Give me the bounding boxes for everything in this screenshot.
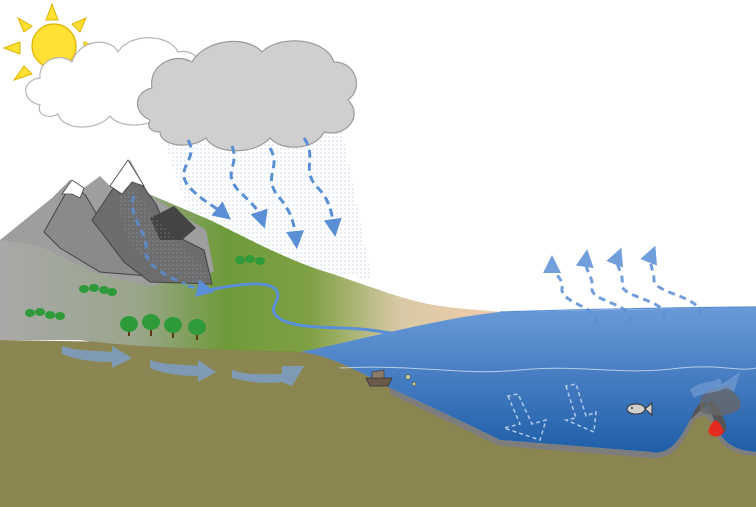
mountains — [0, 159, 214, 286]
volcano-icon — [690, 372, 741, 437]
shipwreck-icon — [365, 369, 417, 387]
tree-icon — [25, 255, 265, 340]
runoff-arrows — [130, 195, 215, 297]
seabed — [390, 388, 756, 459]
ocean — [300, 307, 756, 453]
ocean-current-arrows — [501, 383, 597, 441]
groundwater-arrows — [62, 346, 304, 386]
evaporation-arrows — [543, 245, 702, 325]
precipitation-arrows — [182, 137, 342, 249]
soil-ground — [0, 340, 756, 507]
fish-icon — [626, 401, 653, 417]
ocean-surface-line — [499, 306, 756, 313]
thermocline-line — [339, 366, 756, 373]
rain-cloud — [136, 40, 357, 152]
